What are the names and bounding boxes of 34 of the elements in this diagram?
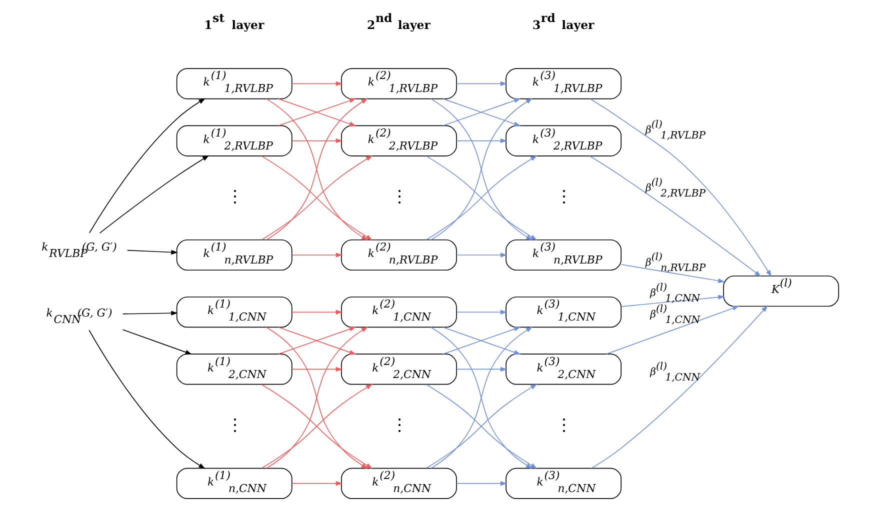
label: ⋮ — [390, 186, 408, 206]
arrow — [456, 81, 508, 86]
arrow — [292, 252, 343, 258]
arrow — [456, 138, 508, 144]
arrow — [126, 250, 178, 255]
arrow — [89, 98, 206, 234]
arrow — [292, 81, 343, 86]
arrow — [292, 310, 343, 314]
label: ⋮ — [390, 414, 408, 435]
arrow — [620, 264, 725, 284]
arrow — [122, 329, 192, 354]
arrow — [606, 306, 740, 354]
label: ⋮ — [556, 414, 573, 435]
arrow — [456, 310, 508, 314]
arrow — [456, 481, 508, 486]
arrow — [589, 156, 762, 277]
arrow — [591, 305, 768, 469]
arrow — [456, 366, 508, 372]
label: ⋮ — [226, 414, 244, 435]
arrow — [620, 294, 725, 308]
arrow — [442, 98, 521, 126]
label: ⋮ — [556, 186, 573, 206]
label: ⋮ — [226, 186, 244, 206]
arrow — [99, 155, 210, 234]
arrow — [266, 326, 368, 469]
arrow — [292, 481, 343, 486]
arrow — [292, 366, 343, 372]
arrow — [88, 330, 206, 469]
arrow — [122, 310, 178, 316]
arrow — [430, 326, 533, 469]
arrow — [590, 98, 772, 277]
arrow — [292, 138, 343, 144]
arrow — [456, 252, 508, 258]
arrow — [278, 98, 356, 126]
